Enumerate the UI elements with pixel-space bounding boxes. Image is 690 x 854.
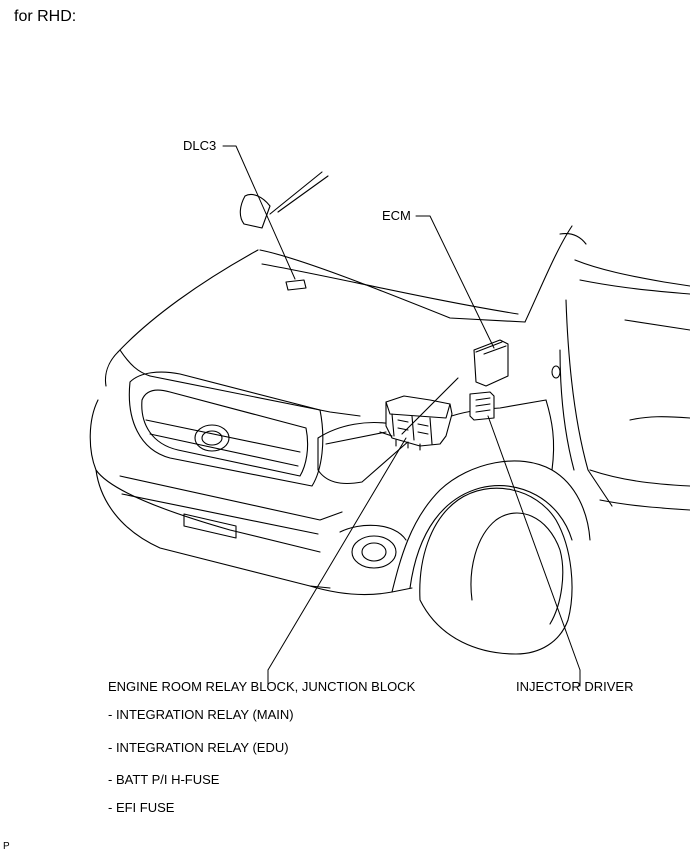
relay-block-item: - BATT P/I H-FUSE <box>108 772 220 787</box>
leader-lines <box>222 145 581 687</box>
engine-room-relay-block-label: ENGINE ROOM RELAY BLOCK, JUNCTION BLOCK <box>108 679 416 694</box>
injector-driver-label: INJECTOR DRIVER <box>516 679 634 694</box>
dlc3-label: DLC3 <box>183 138 217 153</box>
relay-block-item: - INTEGRATION RELAY (EDU) <box>108 740 289 755</box>
relay-block-item: - EFI FUSE <box>108 800 175 815</box>
ecm-label: ECM <box>382 208 411 223</box>
ecm-unit <box>473 339 509 387</box>
dlc3-connector <box>285 279 307 291</box>
corner-mark: P <box>3 841 10 852</box>
vehicle-body-outline <box>89 171 690 655</box>
relay-block-item: - INTEGRATION RELAY (MAIN) <box>108 707 294 722</box>
injector-driver-unit <box>469 391 495 421</box>
page-note: for RHD: <box>14 8 77 25</box>
engine-room-relay-block <box>379 377 459 451</box>
